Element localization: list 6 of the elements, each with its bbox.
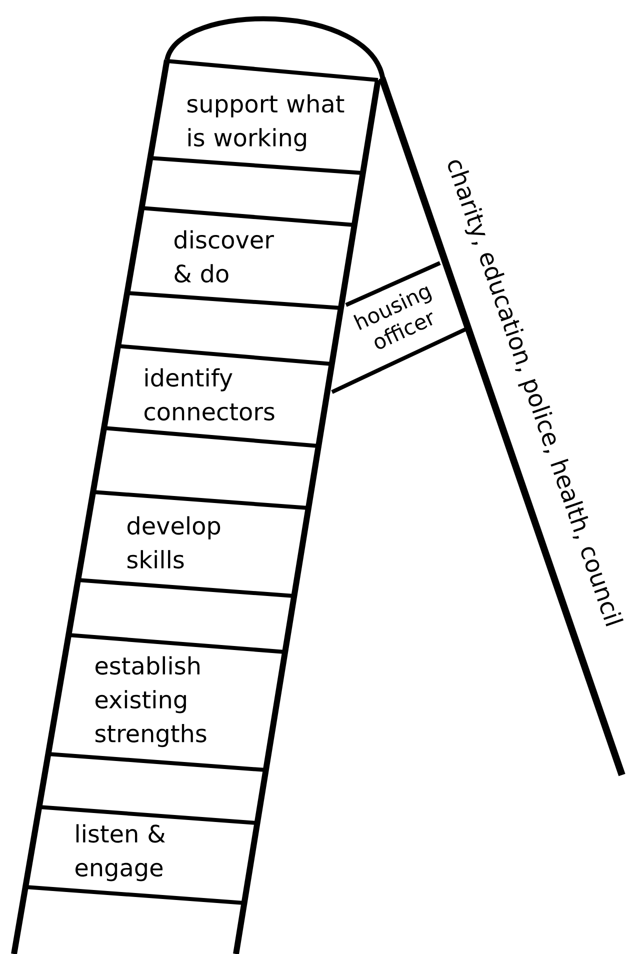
- step-text: discover & do: [174, 230, 274, 283]
- step-text: identify connectors: [144, 368, 274, 421]
- step-text: listen & engage: [76, 824, 166, 882]
- step-text: support what is working: [188, 94, 344, 152]
- step-text: develop skills: [128, 516, 220, 569]
- step-text: establish existing strengths: [96, 656, 206, 748]
